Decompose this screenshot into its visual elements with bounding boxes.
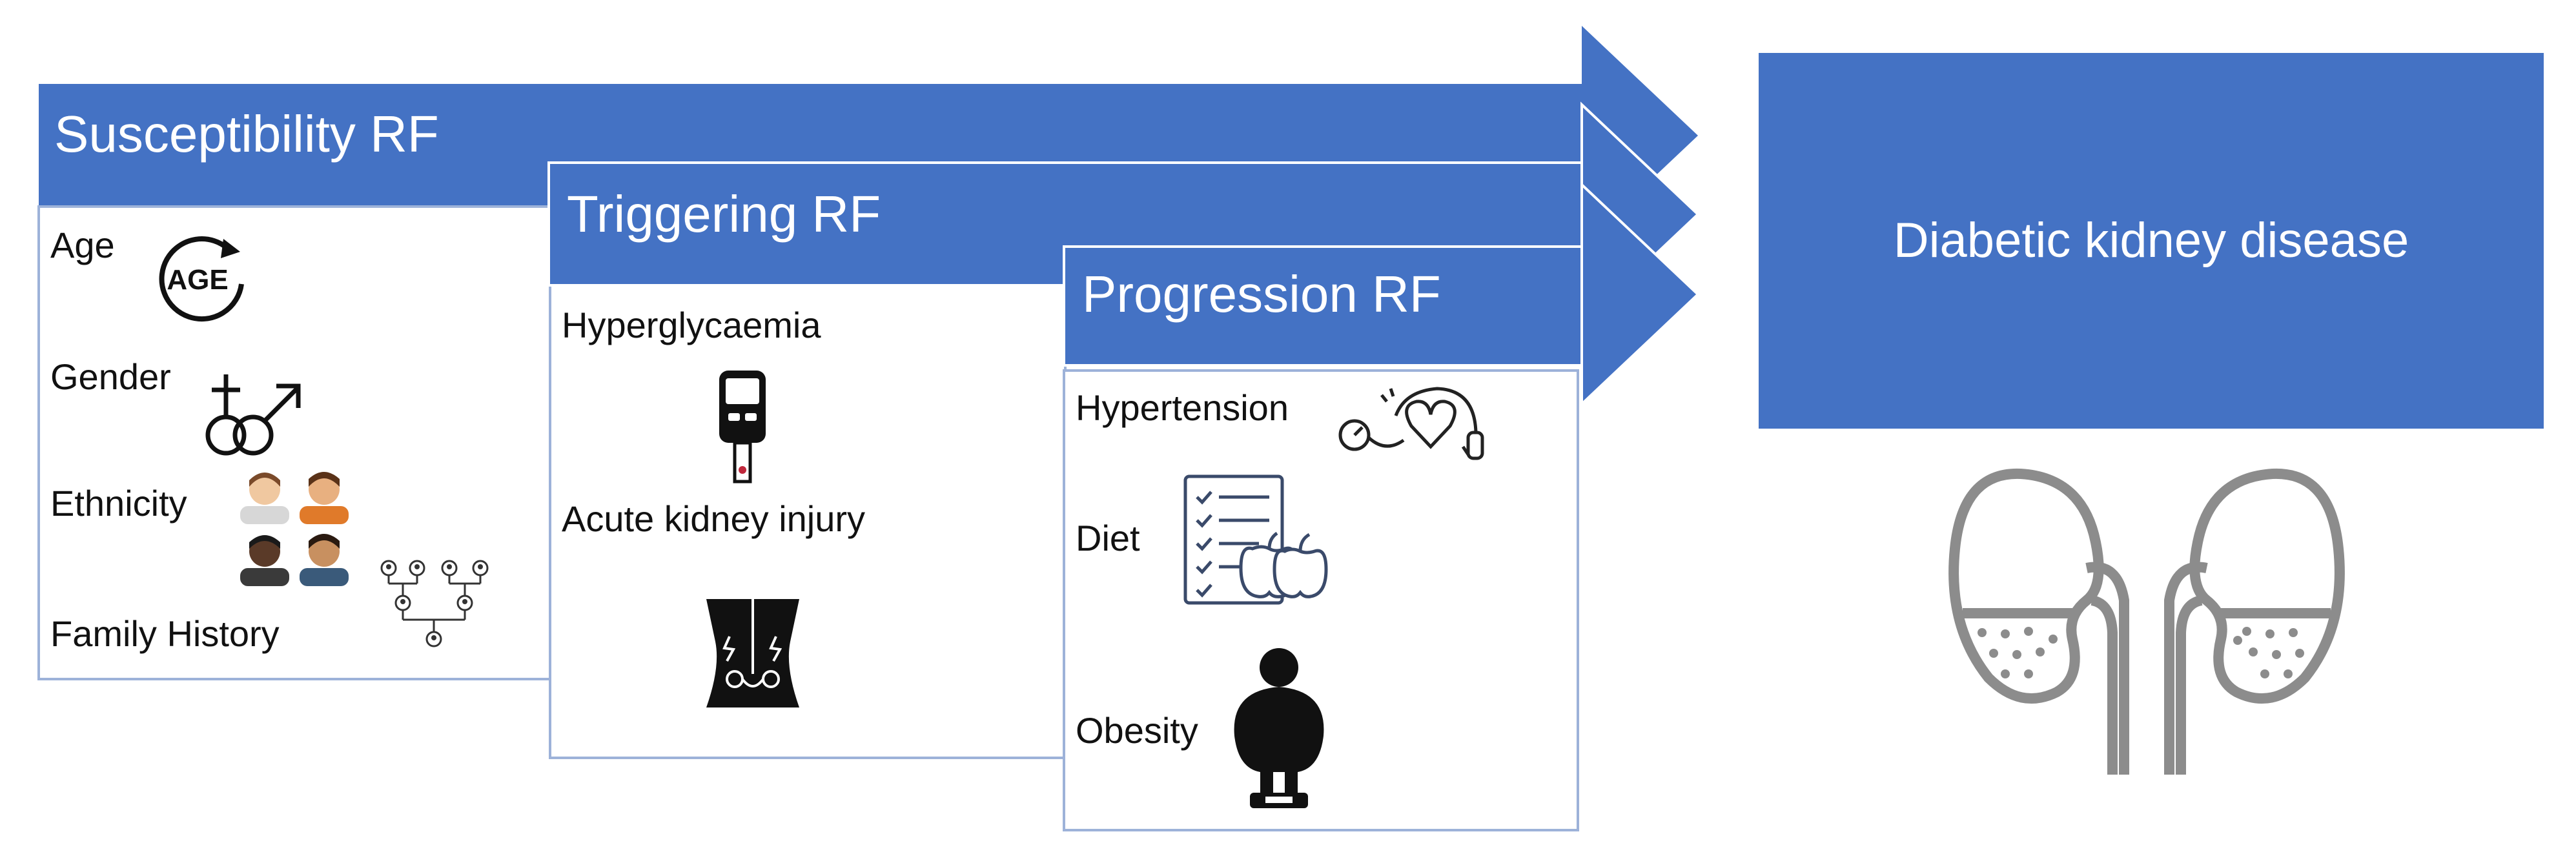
blood-pressure-heart-icon xyxy=(1338,387,1484,460)
svg-text:AGE: AGE xyxy=(167,264,228,296)
factor-obesity: Obesity xyxy=(1076,710,1198,751)
progression-panel xyxy=(1063,369,1579,831)
back-pain-icon xyxy=(706,599,799,707)
factor-hypertension: Hypertension xyxy=(1076,387,1289,428)
factor-diet: Diet xyxy=(1076,518,1140,558)
progression-title: Progression RF xyxy=(1082,265,1441,323)
outcome-label: Diabetic kidney disease xyxy=(1893,213,2409,268)
triggering-title: Triggering RF xyxy=(567,185,881,243)
person-on-scale-icon xyxy=(1234,648,1324,808)
susceptibility-title: Susceptibility RF xyxy=(54,105,439,163)
factor-gender: Gender xyxy=(50,356,171,397)
age-icon: AGE xyxy=(159,236,244,322)
people-faces-icon xyxy=(240,472,349,586)
checklist-apples-icon xyxy=(1183,474,1328,605)
factor-ethnicity: Ethnicity xyxy=(50,483,187,524)
factor-hyperglycaemia: Hyperglycaemia xyxy=(562,305,821,345)
gender-symbols-icon xyxy=(205,374,301,456)
glucose-meter-icon xyxy=(719,371,766,483)
susceptibility-panel xyxy=(37,205,554,680)
kidneys-icon xyxy=(1948,468,2345,775)
family-tree-icon xyxy=(380,560,489,647)
factor-acute-kidney-injury: Acute kidney injury xyxy=(562,498,866,539)
outcome-box: Diabetic kidney disease xyxy=(1759,53,2544,429)
factor-family-history: Family History xyxy=(50,613,280,654)
factor-age: Age xyxy=(50,225,115,265)
